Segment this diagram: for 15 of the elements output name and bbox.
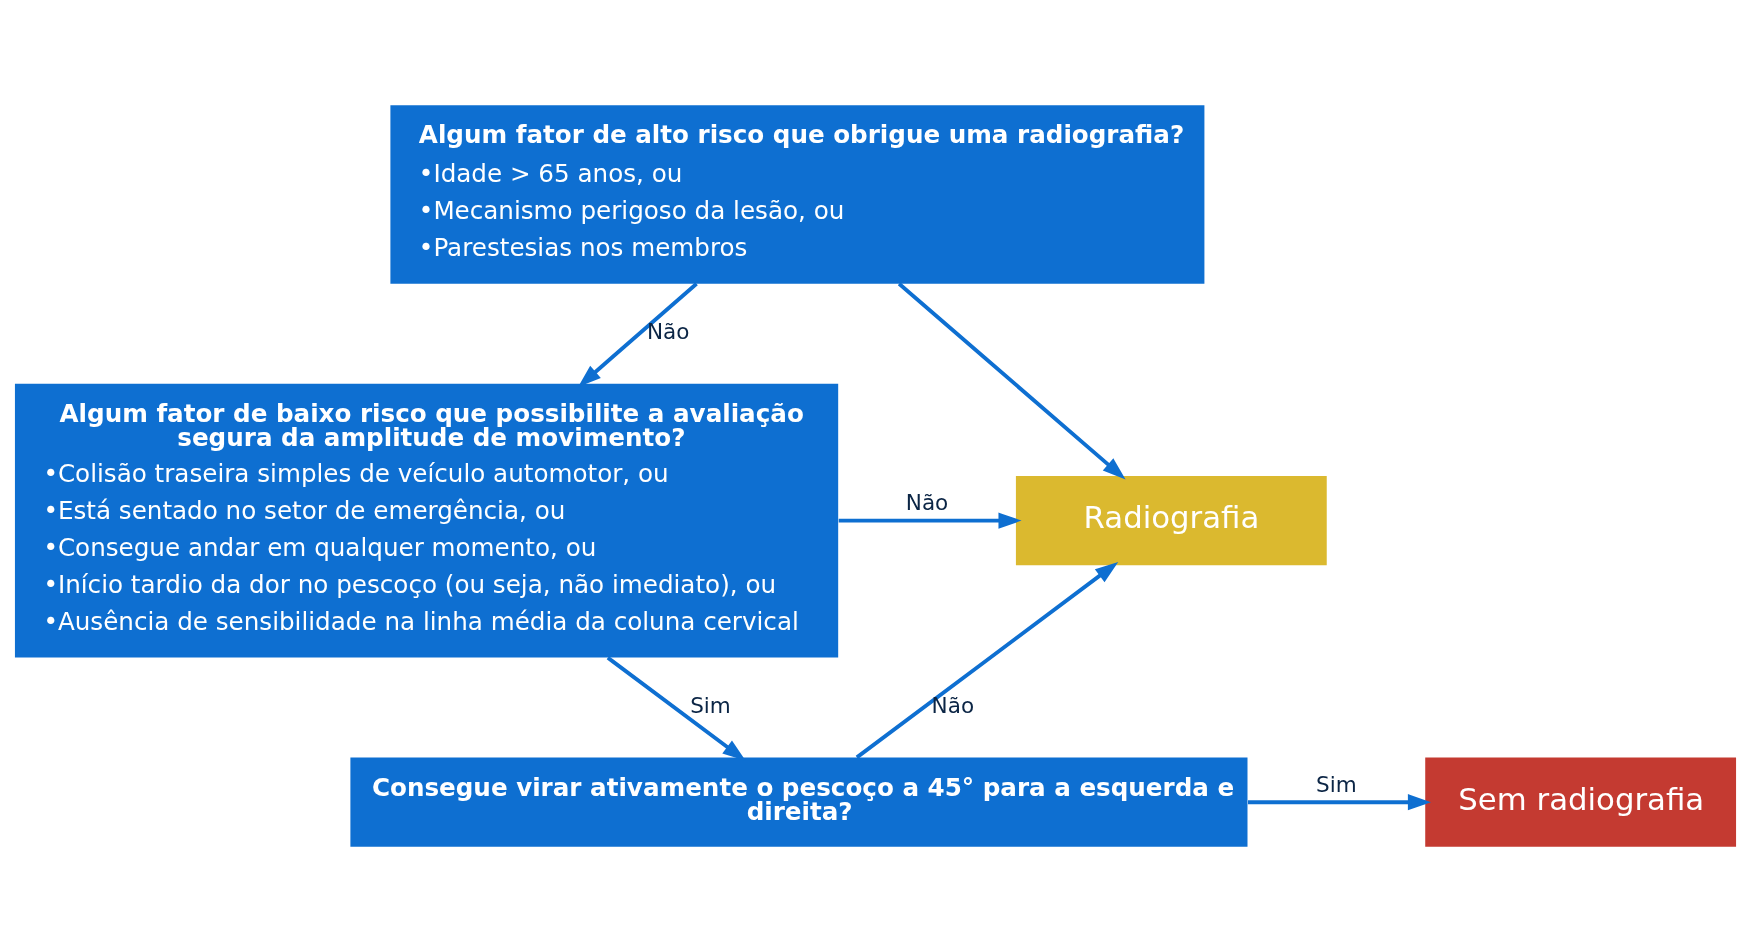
edge-label: Sim: [690, 693, 731, 719]
arrow: [838, 512, 1022, 529]
edge-label: Não: [931, 693, 975, 719]
edge-label: Não: [905, 490, 949, 516]
node-box: Consegue virar ativamente o pescoço a 45° para a esquerda e direita?: [350, 757, 1248, 847]
arrow: [897, 282, 1126, 480]
node-box: Algum fator de baixo risco que possibilite a avaliação segura da amplitude de movimento? •Colisão traseira simples de veículo automotor, ou •Está sentado no setor de emergência, ou •Consegue andar em qualquer momento, ou •Início tardio da dor no pescoço (ou seja, não imediato), ou •Ausência de sensibilidade na linha média da coluna cervical: [14, 383, 839, 658]
arrow: [606, 656, 746, 761]
arrow: [855, 561, 1119, 759]
node-box: Radiografia: [1015, 476, 1327, 566]
node-box: Sem radiografia: [1425, 757, 1737, 847]
node-box: Algum fator de alto risco que obrigue uma radiografia? •Idade > 65 anos, ou •Mecanismo perigoso da lesão, ou •Parestesias nos membros: [390, 105, 1205, 284]
arrow: [1248, 794, 1432, 811]
edge-label: Não: [646, 319, 690, 345]
edge-label: Sim: [1316, 771, 1357, 797]
